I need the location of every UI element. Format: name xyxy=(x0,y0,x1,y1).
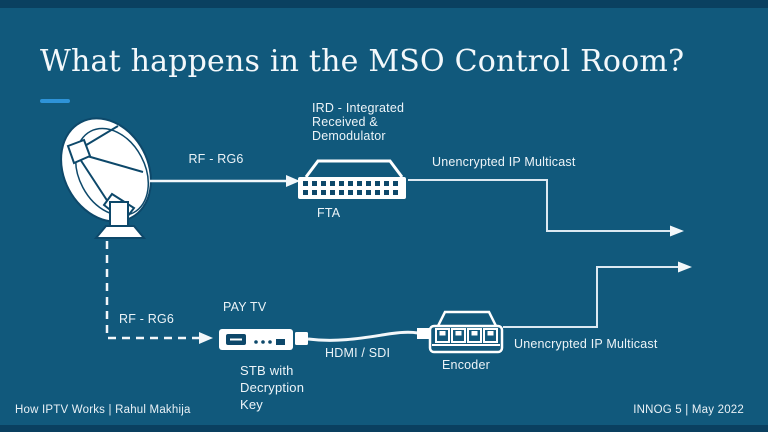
multicast-line-bottom xyxy=(503,261,692,328)
title-accent-dash xyxy=(40,99,70,103)
rf-rg6-dashed-arrow xyxy=(105,241,213,344)
top-edge-bar xyxy=(0,0,768,8)
footer-event-date: INNOG 5 | May 2022 xyxy=(633,404,744,416)
fta-receiver-icon xyxy=(298,159,406,199)
encoder-label: Encoder xyxy=(442,358,490,372)
encoder-icon xyxy=(417,310,504,354)
unencrypted-multicast-bottom-label: Unencrypted IP Multicast xyxy=(514,337,658,351)
set-top-box-icon xyxy=(219,329,308,350)
fta-label: FTA xyxy=(317,206,341,220)
satellite-dish-icon xyxy=(60,117,152,239)
slide-title: What happens in the MSO Control Room? xyxy=(40,44,685,79)
rf-rg6-arrow-top xyxy=(150,175,300,187)
pay-tv-label: PAY TV xyxy=(223,300,267,314)
multicast-line-top xyxy=(408,179,684,237)
ird-label: IRD - Integrated Received & Demodulator xyxy=(312,101,405,143)
rf-rg6-top-label: RF - RG6 xyxy=(188,152,244,166)
stb-label: STB with Decryption Key xyxy=(240,363,305,412)
rf-rg6-bottom-label: RF - RG6 xyxy=(119,312,175,326)
unencrypted-multicast-top-label: Unencrypted IP Multicast xyxy=(432,155,576,169)
hdmi-sdi-label: HDMI / SDI xyxy=(325,346,391,360)
bottom-edge-bar xyxy=(0,425,768,432)
footer-presentation-title: How IPTV Works | Rahul Makhija xyxy=(15,404,191,416)
hdmi-sdi-cable xyxy=(307,330,419,342)
